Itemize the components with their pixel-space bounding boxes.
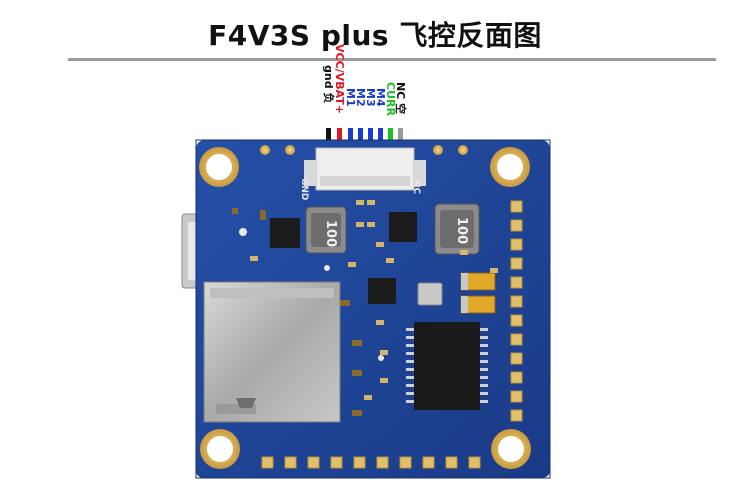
inductor-right [434,203,480,255]
sd-card-slot [203,281,341,423]
inductor-left [305,206,347,254]
crystal [417,282,443,306]
ic-small-1 [270,218,300,248]
main-ic [406,322,488,410]
bottom-pad-row [261,456,481,469]
mounting-holes [199,147,531,469]
wire-color-bars [326,128,403,150]
page-title: F4V3S plus 飞控反面图 [208,19,542,52]
ic-small-3 [368,278,396,304]
right-pad-column [510,200,523,422]
pin-label-nc: NC 空 [394,82,407,115]
pin-header-connector [304,147,426,191]
ic-small-2 [389,212,417,242]
title-divider [68,58,716,61]
